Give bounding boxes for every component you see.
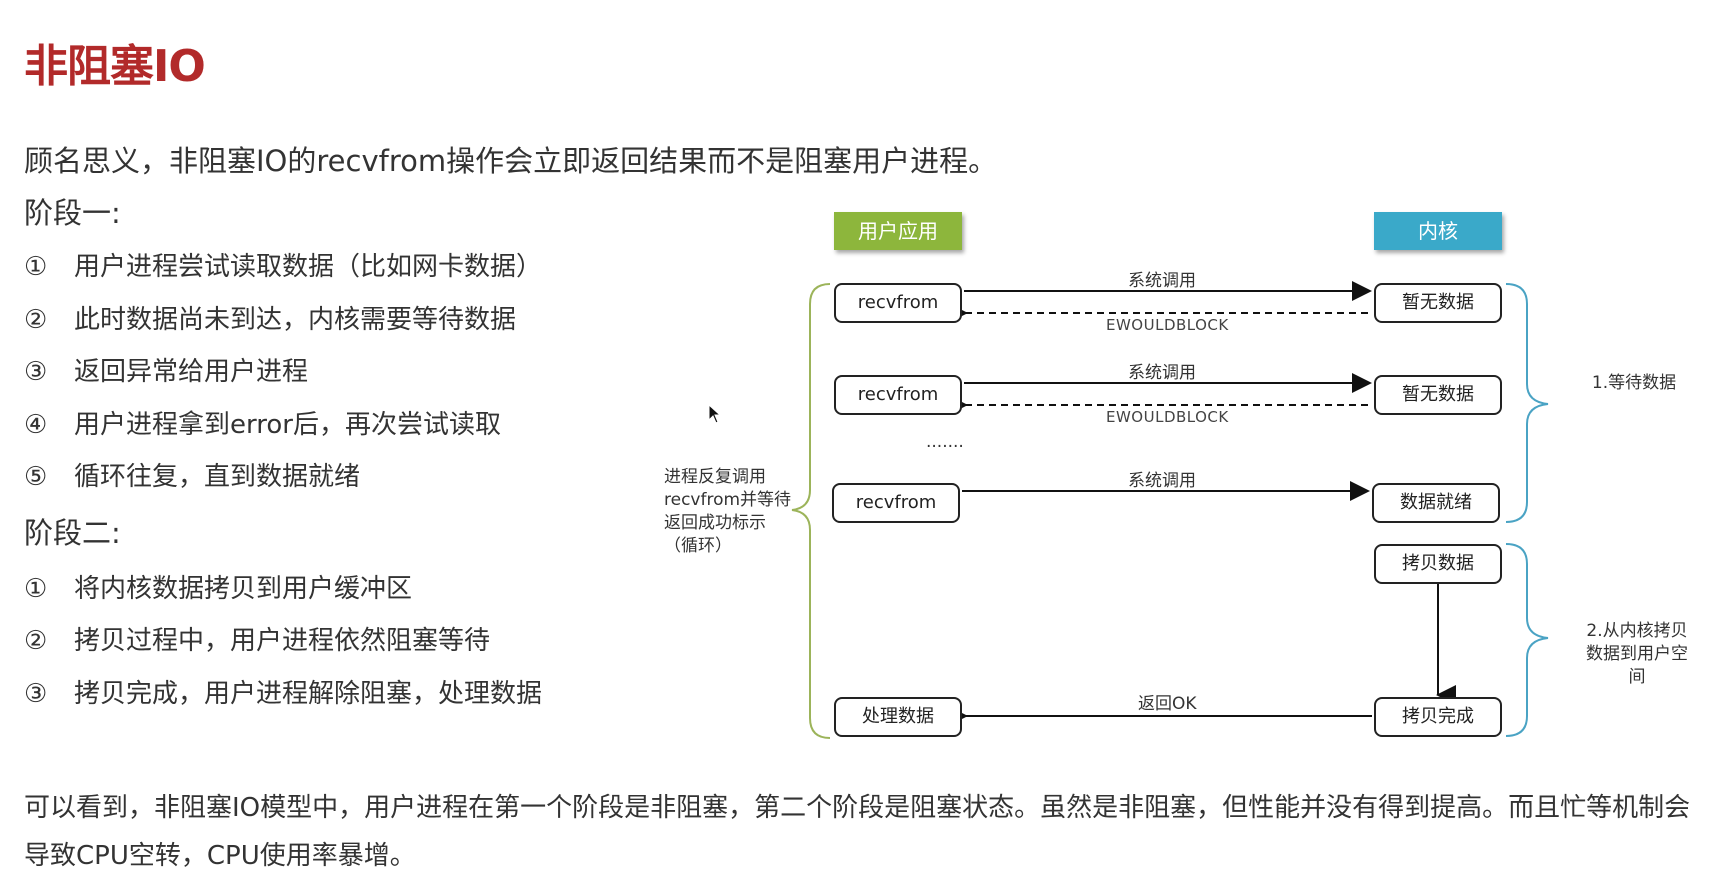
- phase2-note: 2.从内核拷贝数据到用户空间: [1586, 621, 1688, 687]
- process-data-box: 处理数据: [834, 697, 962, 737]
- no-data-box: 暂无数据: [1374, 375, 1502, 415]
- recvfrom-box: recvfrom: [834, 375, 962, 415]
- stage2-heading: 阶段二:: [24, 516, 121, 550]
- return-ok-label: 返回OK: [1138, 694, 1197, 714]
- user-app-header: 用户应用: [834, 212, 962, 250]
- loop-note: 进程反复调用recvfrom并等待返回成功标示（循环）: [664, 467, 792, 556]
- recvfrom-box: recvfrom: [834, 283, 962, 323]
- intro-text: 顾名思义，非阻塞IO的recvfrom操作会立即返回结果而不是阻塞用户进程。: [24, 144, 998, 178]
- conclusion-text: 可以看到，非阻塞IO模型中，用户进程在第一个阶段是非阻塞，第二个阶段是阻塞状态。…: [24, 793, 1691, 871]
- stage1-heading: 阶段一:: [24, 196, 121, 230]
- ellipsis-label: .......: [926, 432, 964, 452]
- ewouldblock-label: EWOULDBLOCK: [1106, 408, 1229, 426]
- syscall-label: 系统调用: [1128, 471, 1196, 491]
- ewouldblock-label: EWOULDBLOCK: [1106, 316, 1229, 334]
- phase1-note: 1.等待数据: [1591, 373, 1677, 393]
- syscall-label: 系统调用: [1128, 271, 1196, 291]
- syscall-label: 系统调用: [1128, 363, 1196, 383]
- recvfrom-box: recvfrom: [832, 483, 960, 523]
- kernel-header: 内核: [1374, 212, 1502, 250]
- data-ready-box: 数据就绪: [1372, 483, 1500, 523]
- page-title: 非阻塞IO: [24, 41, 206, 92]
- mouse-cursor-icon: [708, 404, 722, 424]
- copy-data-box: 拷贝数据: [1374, 544, 1502, 584]
- phase2-brace: [1505, 543, 1549, 737]
- no-data-box: 暂无数据: [1374, 283, 1502, 323]
- loop-brace: [791, 283, 831, 739]
- phase1-brace: [1505, 283, 1549, 523]
- copy-done-box: 拷贝完成: [1374, 697, 1502, 737]
